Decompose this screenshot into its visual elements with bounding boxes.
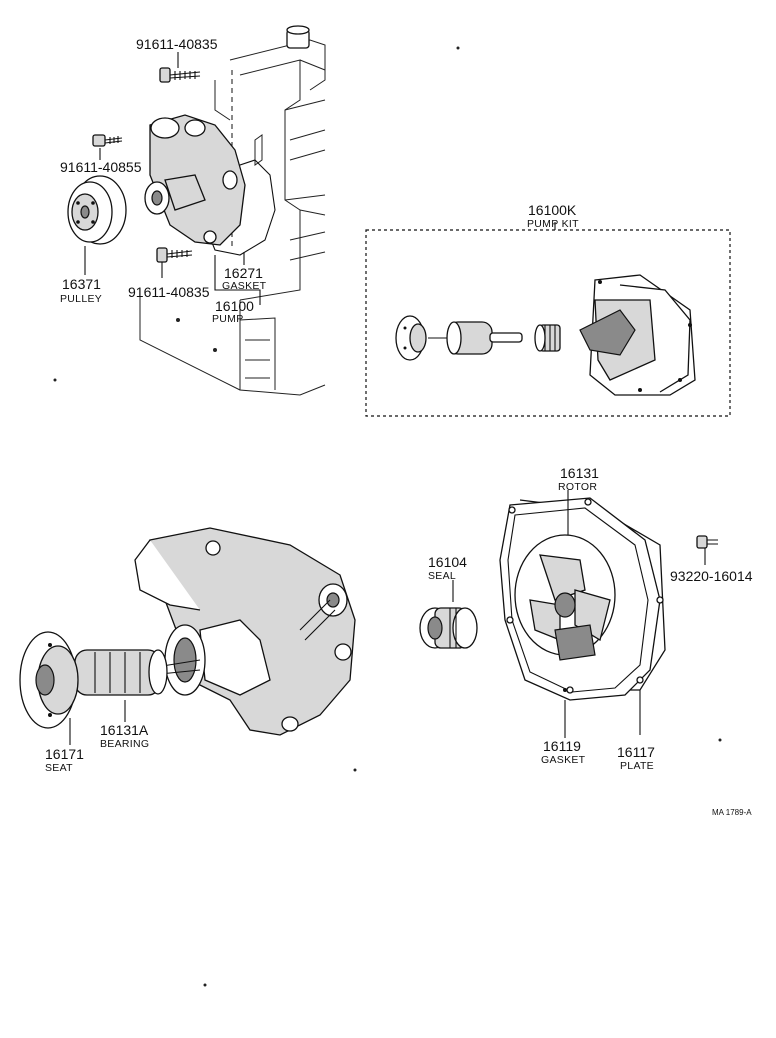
label-seal-name: SEAL — [428, 570, 456, 582]
rotor-16131 — [514, 490, 616, 661]
label-plate-num: 16117 — [617, 744, 655, 760]
label-gasket-name: GASKET — [222, 280, 267, 292]
kit-rotor-plate — [579, 274, 696, 396]
label-pulley-name: PULLEY — [60, 293, 102, 305]
label-pump-num: 16100 — [215, 298, 254, 314]
label-pulley-num: 16371 — [62, 276, 101, 292]
kit-bearing — [428, 321, 523, 355]
kit-seat — [395, 315, 427, 361]
pulley-16371 — [67, 175, 127, 245]
kit-seal — [534, 324, 561, 352]
label-gasket2-num: 16119 — [543, 738, 581, 754]
label-bolt-low: 91611-40835 — [128, 284, 210, 300]
seal-16104 — [419, 580, 478, 649]
engine-block — [139, 25, 326, 396]
bolt-91611-40835-low — [156, 247, 193, 263]
bolt-91611-40835-top — [159, 67, 201, 83]
seat-16171 — [19, 631, 79, 729]
drawing-id: MA 1789-A — [712, 808, 752, 817]
water-pump-16100 — [144, 114, 246, 246]
screw-93220-16014 — [696, 535, 718, 565]
label-plate-name: PLATE — [620, 760, 654, 772]
label-bearing-name: BEARING — [100, 738, 149, 750]
label-rotor-name: ROTOR — [558, 481, 597, 493]
label-kit-num: 16100K — [528, 202, 577, 218]
label-screw-num: 93220-16014 — [670, 568, 753, 584]
bearing-16131a — [74, 649, 201, 696]
label-pump-name: PUMP — [212, 313, 244, 325]
label-seat-name: SEAT — [45, 762, 73, 774]
pump-kit-frame — [365, 222, 731, 417]
label-bolt-mid: 91611-40855 — [60, 159, 142, 175]
pump-housing — [134, 527, 356, 736]
label-kit-name: PUMP KIT — [527, 218, 579, 230]
label-bearing-num: 16131A — [100, 722, 149, 738]
label-gasket-num: 16271 — [224, 265, 263, 281]
bolt-91611-40855 — [92, 134, 123, 147]
label-seal-num: 16104 — [428, 554, 467, 570]
label-bolt-top: 91611-40835 — [136, 36, 218, 52]
label-gasket2-name: GASKET — [541, 754, 586, 766]
label-rotor-num: 16131 — [560, 465, 599, 481]
leader-pump — [214, 255, 261, 305]
label-seat-num: 16171 — [45, 746, 84, 762]
